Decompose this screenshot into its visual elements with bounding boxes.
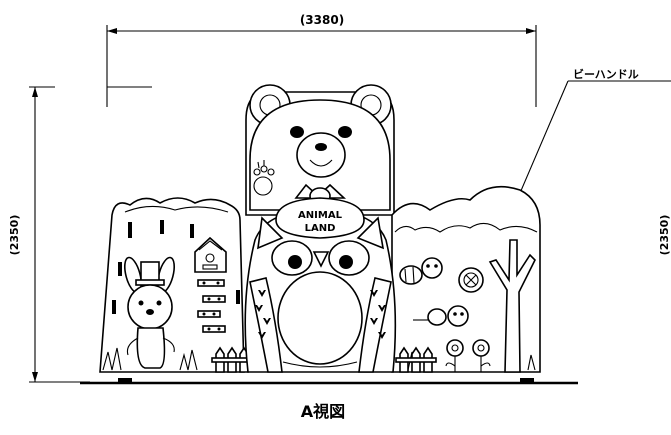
height-dimension-label: (2350) <box>8 215 21 256</box>
stump-panel <box>99 197 245 373</box>
owl-panel <box>244 211 397 373</box>
bee-handle-callout: ビーハンドル <box>486 67 671 271</box>
height-dimension-left: (2350) <box>8 86 90 383</box>
mountain-panel <box>391 185 541 373</box>
ground-foot-right <box>520 378 534 383</box>
height-dimension-label-right: (2350) <box>658 215 671 256</box>
bee-icon-1 <box>399 257 443 285</box>
fence-right <box>395 346 437 373</box>
flower-icons <box>445 339 491 372</box>
animal-land-sign: ANIMAL LAND <box>275 183 365 239</box>
bee-handle-icon <box>458 267 484 293</box>
ladder-rungs <box>197 279 226 333</box>
bee-icon-2 <box>413 305 469 327</box>
width-dimension-label: (3380) <box>300 13 344 27</box>
sign-line-2: LAND <box>305 223 336 234</box>
bear-eye-left-icon <box>290 126 304 138</box>
bear-paw-icon <box>253 176 273 196</box>
bear-eye-right-icon <box>338 126 352 138</box>
fence-left <box>211 346 251 373</box>
birdhouse-icon <box>194 236 227 273</box>
rabbit-icon <box>123 256 176 369</box>
bear-muzzle-icon <box>296 132 346 178</box>
bare-tree-icon <box>488 239 536 373</box>
owl-belly-window <box>277 271 363 365</box>
ground-foot-left <box>118 378 132 383</box>
sign-line-1: ANIMAL <box>298 210 343 221</box>
bear-panel <box>245 84 395 216</box>
grass-left <box>102 347 198 371</box>
width-dimension: (3380) <box>106 13 537 107</box>
bee-handle-label: ビーハンドル <box>573 67 639 81</box>
view-label: A視図 <box>301 402 345 421</box>
